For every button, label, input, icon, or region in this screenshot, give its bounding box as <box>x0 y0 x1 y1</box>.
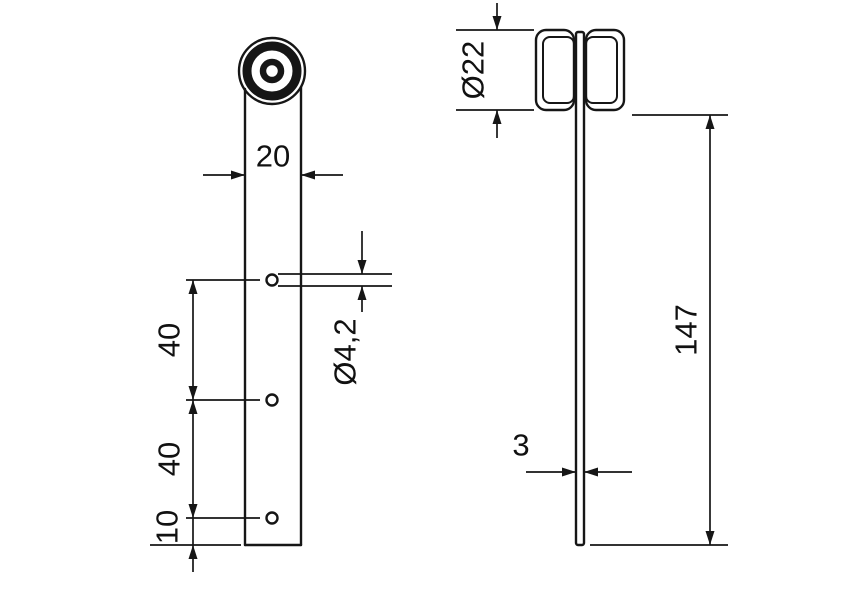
arrowhead <box>188 545 198 559</box>
mounting-hole-bottom <box>265 511 279 525</box>
dim-label-roller-diameter: Ø22 <box>456 41 491 100</box>
arrowhead <box>301 170 315 180</box>
dim-label-bar-width: 20 <box>256 139 290 174</box>
dim-hole-diameter: Ø4,2 <box>278 231 392 386</box>
roller-side-view <box>534 28 626 112</box>
mounting-holes <box>265 273 279 525</box>
arrowhead <box>492 110 502 124</box>
arrowhead <box>705 531 715 545</box>
roller-flange-left-outer <box>534 28 576 112</box>
roller-groove-ring <box>242 41 302 101</box>
dim-label-bottom-offset: 10 <box>150 510 185 544</box>
mounting-hole-top <box>265 273 279 287</box>
arrowhead <box>584 467 598 477</box>
front-view: 20 40 40 10 Ø4,2 <box>150 36 392 572</box>
arrowhead <box>357 286 367 300</box>
dim-label-hole-diameter: Ø4,2 <box>328 318 363 385</box>
roller-flange-right-outer <box>584 28 626 112</box>
dim-label-strap-length: 147 <box>669 304 704 356</box>
dim-label-spacing-lower: 40 <box>152 442 187 476</box>
roller-hub-ring <box>259 58 285 84</box>
side-view: Ø22 3 147 <box>456 3 728 547</box>
arrowhead <box>188 400 198 414</box>
roller-front-view <box>237 36 307 106</box>
dim-strap-thickness: 3 <box>512 428 632 477</box>
dim-strap-length: 147 <box>590 114 728 546</box>
dim-label-spacing-upper: 40 <box>152 323 187 357</box>
arrowhead <box>231 170 245 180</box>
arrowhead <box>357 260 367 274</box>
roller-outer-circle <box>237 36 307 106</box>
bar-front-view <box>243 85 303 547</box>
dim-bar-width: 20 <box>203 139 343 180</box>
arrowhead <box>188 280 198 294</box>
arrowhead <box>705 115 715 129</box>
dim-label-strap-thickness: 3 <box>512 428 529 463</box>
arrowhead <box>188 504 198 518</box>
strap-side-view <box>574 30 586 547</box>
dim-roller-diameter: Ø22 <box>456 3 534 138</box>
arrowhead <box>562 467 576 477</box>
arrowhead <box>188 386 198 400</box>
arrowhead <box>492 16 502 30</box>
mounting-hole-middle <box>265 393 279 407</box>
roller-flange-right-inner <box>585 36 618 104</box>
roller-flange-left-inner <box>542 36 575 104</box>
dim-hole-spacing-chain: 40 40 10 <box>150 279 260 572</box>
